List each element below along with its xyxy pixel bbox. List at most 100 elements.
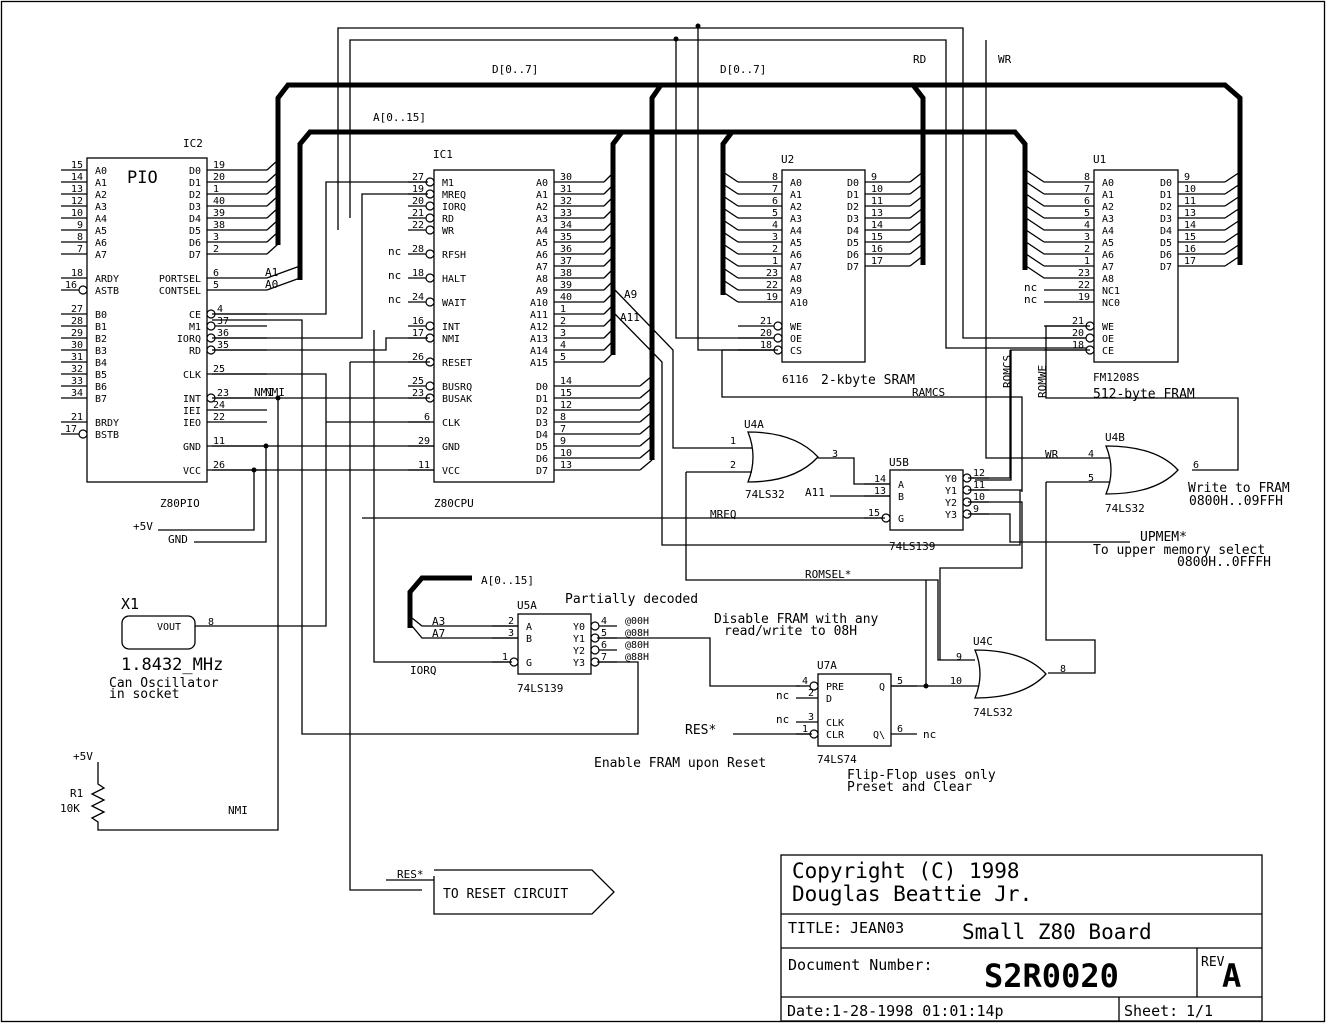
pin-number: 21 [71, 412, 83, 423]
pin-a4: 4A4 [738, 220, 802, 237]
pin-number: 4 [560, 340, 566, 351]
pin-d4: 7D4 [536, 424, 604, 441]
pin-name: A3 [95, 202, 107, 213]
pin-name: D2 [1160, 202, 1172, 213]
pin-number: 35 [560, 232, 572, 243]
title-code: JEAN03 [850, 919, 904, 937]
x1-note-2: in socket [109, 687, 179, 702]
pin-number: 1 [1084, 256, 1090, 267]
u4a-pin-2: 2 [730, 460, 736, 471]
pin-a7: 1A7 [738, 256, 802, 273]
x1-freq: 1.8432_MHz [121, 655, 223, 675]
docnum-label: Document Number: [788, 956, 933, 974]
pin-name: D7 [847, 262, 859, 273]
pin-a5: 9A5 [61, 220, 107, 237]
pin-name: Y0 [573, 622, 585, 633]
pin-number: 27 [412, 172, 424, 183]
pin-name: A1 [1102, 190, 1114, 201]
pin-name: Q [879, 682, 885, 693]
ic2-z80pio: IC2 PIO Z80PIO 15A014A113A212A310A49A58A… [61, 137, 301, 510]
vcc-label: +5V [133, 520, 153, 533]
pin-number: 2 [1084, 244, 1090, 255]
pin-number: 9 [871, 172, 877, 183]
pin-name: A4 [1102, 226, 1114, 237]
a3-net-label: A3 [432, 615, 445, 628]
pin-number: 7 [601, 652, 607, 663]
pin-number: 39 [213, 208, 225, 219]
pin-number: 20 [760, 328, 772, 339]
inversion-bubble [590, 621, 600, 631]
pin-name: WE [1102, 322, 1114, 333]
inversion-bubble [425, 213, 435, 223]
pin-number: 9 [973, 504, 979, 515]
pin-a7: 1A7 [1044, 256, 1114, 273]
pin-name: A [526, 622, 532, 633]
data-bus-label: D[0..7] [492, 63, 538, 76]
pin-name: A9 [790, 286, 802, 297]
pin-number: 36 [217, 328, 229, 339]
pin-number: 5 [772, 208, 778, 219]
pin-name: A2 [536, 202, 548, 213]
inversion-bubble [425, 321, 435, 331]
inversion-bubble [425, 273, 435, 283]
u5b-output-nets: UPMEM* To upper memory select 0800H..0FF… [805, 350, 1271, 660]
pin-number: 6 [424, 412, 430, 423]
pin-number: 31 [560, 184, 572, 195]
x1-pin-num: 8 [208, 617, 214, 628]
pin-name: BUSRQ [442, 382, 472, 393]
pin-number: 23 [217, 388, 229, 399]
pin-number: 9 [560, 436, 566, 447]
pin-a6: 2A6 [738, 244, 802, 261]
pin-name: A7 [1102, 262, 1114, 273]
pin-a3: 5A3 [1044, 208, 1114, 225]
pin-number: 27 [71, 304, 83, 315]
pin-number: 10 [71, 208, 83, 219]
pin-name: A11 [530, 310, 548, 321]
pin-name: A14 [530, 346, 548, 357]
pin-number: 40 [560, 292, 572, 303]
pin-number: 12 [71, 196, 83, 207]
nmi-net-label: NMI [228, 804, 248, 817]
pin-number: 15 [71, 160, 83, 171]
pin-number: 2 [772, 244, 778, 255]
pin-name: HALT [442, 274, 466, 285]
pin-number: 23 [412, 388, 424, 399]
wr-net-label-2: WR [1045, 448, 1059, 461]
ramcs-net-label: RAMCS [912, 386, 945, 399]
pin-a2: 6A2 [1044, 196, 1114, 213]
pin-a: 14A [864, 474, 904, 491]
pin-number: 30 [71, 340, 83, 351]
pin-number: 6 [772, 196, 778, 207]
pin-name: RFSH [442, 250, 466, 261]
pin-name: Q\ [873, 730, 885, 741]
date-value: 1-28-1998 01:01:14p [832, 1002, 1004, 1020]
pin-number: 8 [560, 412, 566, 423]
ic2-ref: IC2 [183, 137, 203, 150]
pin-name: GND [442, 442, 460, 453]
u2-part: 6116 [782, 373, 809, 386]
pin-number: 5 [601, 628, 607, 639]
pin-a6: 2A6 [1044, 244, 1114, 261]
inversion-bubble [773, 321, 783, 331]
pin-number: 7 [77, 244, 83, 255]
pin-name: IORQ [177, 334, 201, 345]
pin-name: D4 [847, 226, 859, 237]
u5a-ref: U5A [517, 599, 537, 612]
pin-number: 6 [601, 640, 607, 651]
pin-name: B0 [95, 310, 107, 321]
pin-number: 5 [213, 280, 219, 291]
u5b-part: 74LS139 [889, 540, 935, 553]
